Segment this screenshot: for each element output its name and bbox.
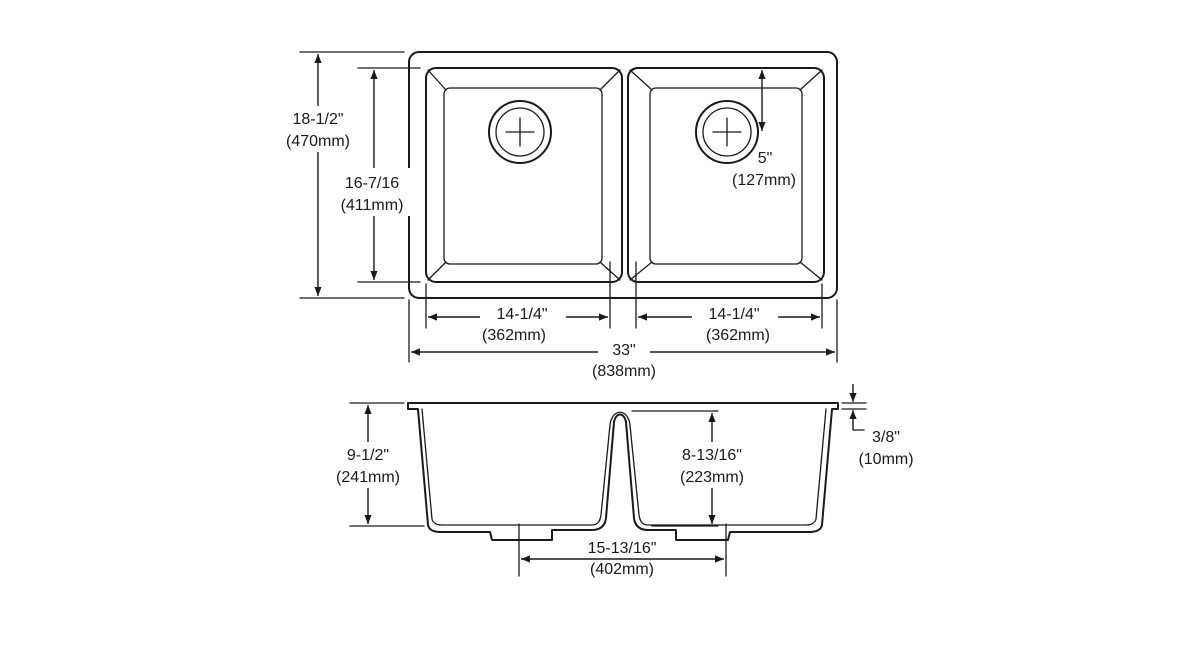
overall-depth-value: 18-1/2" xyxy=(292,111,343,128)
left-drain xyxy=(488,100,552,164)
bowl-depth-metric: (411mm) xyxy=(341,197,404,214)
drain-offset-metric: (127mm) xyxy=(732,172,796,189)
drain-offset-value: 5" xyxy=(758,150,773,167)
left-bowl-floor xyxy=(443,87,603,265)
left-bowl-width-metric: (362mm) xyxy=(482,327,546,344)
top-view-extension-lines xyxy=(299,51,838,363)
left-bowl-outer xyxy=(425,67,623,283)
right-bowl-width-value: 14-1/4" xyxy=(708,306,759,323)
divider-height-value: 8-13/16" xyxy=(682,447,742,464)
overall-depth-metric: (470mm) xyxy=(286,133,350,150)
right-bowl-width-metric: (362mm) xyxy=(706,327,770,344)
rim-thickness-value: 3/8" xyxy=(872,429,900,446)
rim-thickness-metric: (10mm) xyxy=(858,451,913,468)
overall-width-value: 33" xyxy=(612,342,635,359)
drain-spacing-value: 15-13/16" xyxy=(588,540,657,557)
divider-height-metric: (223mm) xyxy=(680,469,744,486)
right-drain xyxy=(695,100,759,164)
sink-height-value: 9-1/2" xyxy=(347,447,389,464)
right-bowl-floor xyxy=(649,87,803,265)
section-view xyxy=(407,402,839,541)
right-bowl-outer xyxy=(627,67,825,283)
rim-thickness-dimension xyxy=(849,384,865,431)
top-view xyxy=(408,51,838,299)
sink-height-metric: (241mm) xyxy=(336,469,400,486)
left-bowl-width-value: 14-1/4" xyxy=(496,306,547,323)
drain-spacing-metric: (402mm) xyxy=(590,561,654,578)
section-view-extension-lines xyxy=(349,402,867,577)
bowl-depth-value: 16-7/16 xyxy=(345,175,399,192)
section-outer-profile xyxy=(407,402,839,541)
section-inner-profile xyxy=(421,408,827,526)
overall-width-metric: (838mm) xyxy=(592,363,656,380)
